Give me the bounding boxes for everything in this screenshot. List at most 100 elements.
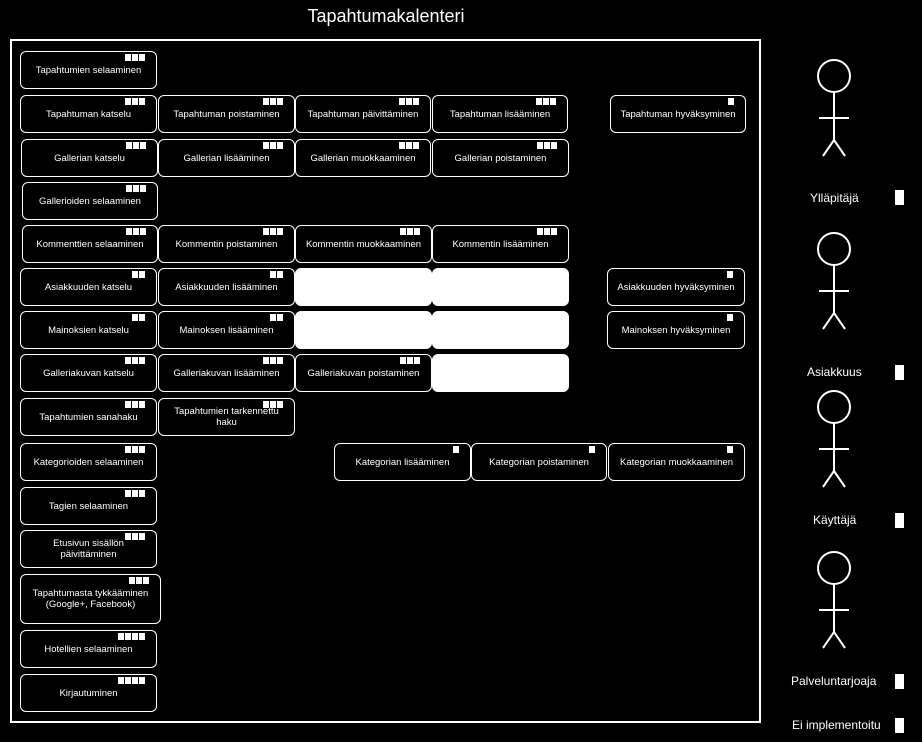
actor-marker bbox=[139, 677, 145, 684]
actor-marker bbox=[139, 533, 145, 540]
actor-marker bbox=[406, 98, 412, 105]
actor-marker bbox=[140, 228, 146, 235]
actor-markers bbox=[263, 357, 283, 364]
actor-name: Asiakkuus bbox=[807, 365, 862, 379]
use-case-label: Kommenttien selaaminen bbox=[36, 238, 144, 250]
actor-marker bbox=[537, 228, 543, 235]
actor-stick-figure-icon bbox=[781, 231, 891, 391]
actor-marker bbox=[132, 533, 138, 540]
use-case: Mainoksen lisääminen bbox=[158, 311, 295, 349]
use-case-label: Kategorioiden selaaminen bbox=[33, 456, 144, 468]
actor-marker bbox=[125, 633, 131, 640]
actor-markers bbox=[125, 401, 145, 408]
use-case: Tapahtuman lisääminen bbox=[432, 95, 568, 133]
actor-markers bbox=[537, 228, 557, 235]
use-case-label: Etusivun sisällön päivittäminen bbox=[53, 538, 124, 560]
actor-markers bbox=[728, 98, 734, 105]
actor-marker bbox=[132, 446, 138, 453]
actor-marker bbox=[277, 401, 283, 408]
use-case: Tapahtumien tarkennettu haku bbox=[158, 398, 295, 436]
use-case-label: Tapahtuman poistaminen bbox=[173, 108, 280, 120]
actor-marker bbox=[277, 357, 283, 364]
actor-marker bbox=[125, 401, 131, 408]
use-case: Asiakkuuden katselu bbox=[20, 268, 157, 306]
actor-marker bbox=[139, 357, 145, 364]
use-case: Kommenttien selaaminen bbox=[22, 225, 158, 263]
actor-markers bbox=[126, 228, 146, 235]
actor-marker bbox=[133, 185, 139, 192]
actor-marker bbox=[406, 142, 412, 149]
actor-marker bbox=[263, 142, 269, 149]
use-case-label: Gallerioiden selaaminen bbox=[39, 195, 141, 207]
actor-markers bbox=[399, 98, 419, 105]
legend-swatch bbox=[895, 190, 904, 205]
actor-marker bbox=[132, 357, 138, 364]
use-case-label: Galleriakuvan lisääminen bbox=[173, 367, 280, 379]
actor-marker bbox=[400, 228, 406, 235]
actor-marker bbox=[125, 357, 131, 364]
use-case-label: Kategorian poistaminen bbox=[489, 456, 589, 468]
actor-marker bbox=[277, 98, 283, 105]
actor-markers bbox=[727, 314, 733, 321]
use-case: Gallerian lisääminen bbox=[158, 139, 295, 177]
actor-marker bbox=[536, 98, 542, 105]
actor-markers bbox=[400, 228, 420, 235]
use-case-label: Hotellien selaaminen bbox=[44, 643, 133, 655]
actor-markers bbox=[727, 446, 733, 453]
actor-markers bbox=[263, 142, 283, 149]
actor-marker bbox=[132, 54, 138, 61]
use-case-label: Asiakkuuden katselu bbox=[44, 281, 133, 293]
actor-marker bbox=[413, 98, 419, 105]
actor-markers bbox=[589, 446, 595, 453]
actor-markers bbox=[453, 446, 459, 453]
actor-stick-figure-icon bbox=[781, 58, 891, 218]
actor-marker bbox=[589, 446, 595, 453]
actor-marker bbox=[126, 228, 132, 235]
actor-marker bbox=[263, 357, 269, 364]
use-case-label: Mainoksen hyväksyminen bbox=[621, 324, 731, 336]
use-case: Asiakkuuden hyväksyminen bbox=[607, 268, 745, 306]
actor-marker bbox=[139, 633, 145, 640]
actor-marker bbox=[132, 401, 138, 408]
actor-marker bbox=[132, 633, 138, 640]
use-case-label: Kategorian lisääminen bbox=[355, 456, 450, 468]
actor-markers bbox=[537, 142, 557, 149]
use-case: Kirjautuminen bbox=[20, 674, 157, 712]
actor-markers bbox=[270, 314, 283, 321]
actor-marker bbox=[125, 677, 131, 684]
use-case-label: Tapahtumien selaaminen bbox=[35, 64, 142, 76]
actor-name: Palveluntarjoaja bbox=[791, 674, 877, 688]
use-case: Gallerioiden selaaminen bbox=[22, 182, 158, 220]
use-case: Kategorian poistaminen bbox=[471, 443, 607, 481]
actor-marker bbox=[543, 98, 549, 105]
actor-marker bbox=[544, 228, 550, 235]
use-case: Tapahtumien selaaminen bbox=[20, 51, 157, 89]
use-case: Tapahtuman katselu bbox=[20, 95, 157, 133]
actor-markers bbox=[263, 98, 283, 105]
actor-markers bbox=[125, 446, 145, 453]
actor-marker bbox=[537, 142, 543, 149]
use-case-label: Kategorian muokkaaminen bbox=[619, 456, 733, 468]
use-case: Galleriakuvan lisääminen bbox=[158, 354, 295, 392]
actor-marker bbox=[118, 633, 124, 640]
actor-marker bbox=[551, 228, 557, 235]
use-case-label: Gallerian katselu bbox=[54, 152, 125, 164]
actor-markers bbox=[125, 357, 145, 364]
actor-marker bbox=[139, 401, 145, 408]
legend-swatch bbox=[895, 674, 904, 689]
actor-marker bbox=[140, 185, 146, 192]
actor-markers bbox=[129, 577, 149, 584]
actor-marker bbox=[399, 142, 405, 149]
use-case: Galleriakuvan katselu bbox=[20, 354, 157, 392]
use-case: Kommentin muokkaaminen bbox=[295, 225, 432, 263]
legend-swatch bbox=[895, 718, 904, 733]
actor-markers bbox=[727, 271, 733, 278]
actor-marker bbox=[126, 142, 132, 149]
actor-marker bbox=[118, 677, 124, 684]
use-case: Tapahtuman hyväksyminen bbox=[610, 95, 746, 133]
use-case-label: Gallerian lisääminen bbox=[183, 152, 270, 164]
use-case-label: Galleriakuvan katselu bbox=[43, 367, 134, 379]
actor-marker bbox=[728, 98, 734, 105]
actor-markers bbox=[125, 98, 145, 105]
use-case-label: Gallerian poistaminen bbox=[454, 152, 547, 164]
